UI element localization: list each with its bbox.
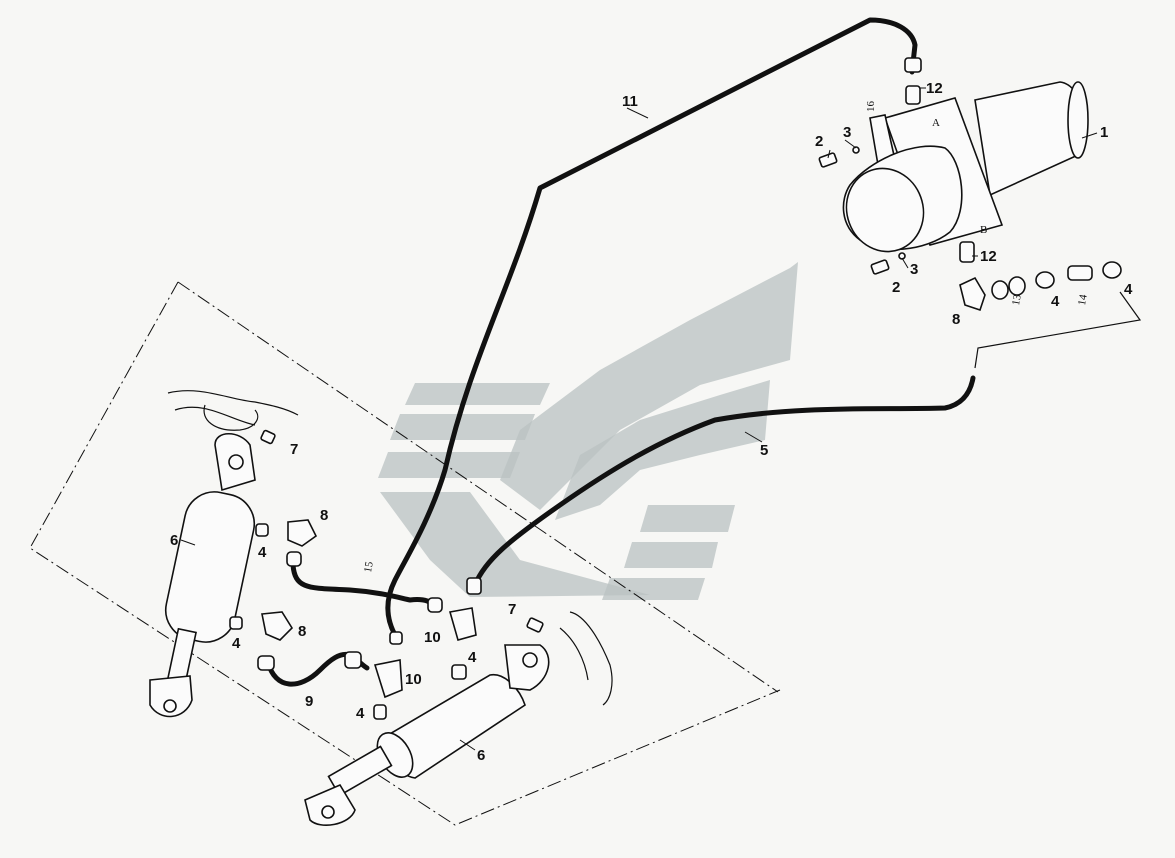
leader-lines (180, 87, 1098, 751)
callout-4b: 4 (1124, 281, 1133, 298)
callout-8: 8 (952, 311, 960, 328)
callout-7b: 7 (508, 601, 516, 618)
callout-4a: 4 (1051, 293, 1060, 310)
callout-6a: 6 (170, 532, 178, 549)
watermark-logo (378, 262, 798, 600)
callout-2b: 2 (892, 279, 900, 296)
mount-contours (167, 390, 613, 706)
callout-16: 16 (865, 101, 877, 113)
callout-5: 5 (760, 442, 768, 459)
callout-11: 11 (622, 93, 638, 110)
pump-assembly (842, 81, 1089, 253)
callout-10a: 10 (424, 629, 441, 646)
callout-4c: 4 (258, 544, 267, 561)
callout-4d: 4 (232, 635, 241, 652)
callout-12b: 12 (980, 248, 997, 265)
callout-12: 12 (926, 80, 943, 97)
callout-2: 2 (815, 133, 823, 150)
hose-15 (290, 562, 440, 611)
mark-b: B (980, 224, 987, 236)
cylinder-right (304, 577, 550, 826)
mark-a: A (932, 117, 940, 129)
callout-4f: 4 (356, 705, 365, 722)
hose-5 (472, 375, 976, 588)
callout-7a: 7 (290, 441, 298, 458)
callout-14: 14 (1076, 293, 1090, 306)
cylinder-left (149, 429, 318, 718)
callout-labels: 1 2 3 16 12 A B 12 3 2 8 13 4 14 4 11 5 … (170, 80, 1133, 764)
machine-outline (29, 281, 781, 826)
callout-9: 9 (305, 693, 313, 710)
callout-8c: 8 (298, 623, 306, 640)
callout-6b: 6 (477, 747, 485, 764)
callout-1: 1 (1100, 124, 1108, 141)
callout-3b: 3 (910, 261, 918, 278)
callout-4e: 4 (468, 649, 477, 666)
callout-3: 3 (843, 124, 851, 141)
pump-fittings (818, 57, 1122, 312)
callout-8b: 8 (320, 507, 328, 524)
callout-15: 15 (362, 560, 376, 573)
callout-13: 13 (1010, 293, 1024, 306)
hose-11 (385, 17, 918, 643)
hose-5-lead (974, 291, 1142, 369)
callout-10b: 10 (405, 671, 422, 688)
